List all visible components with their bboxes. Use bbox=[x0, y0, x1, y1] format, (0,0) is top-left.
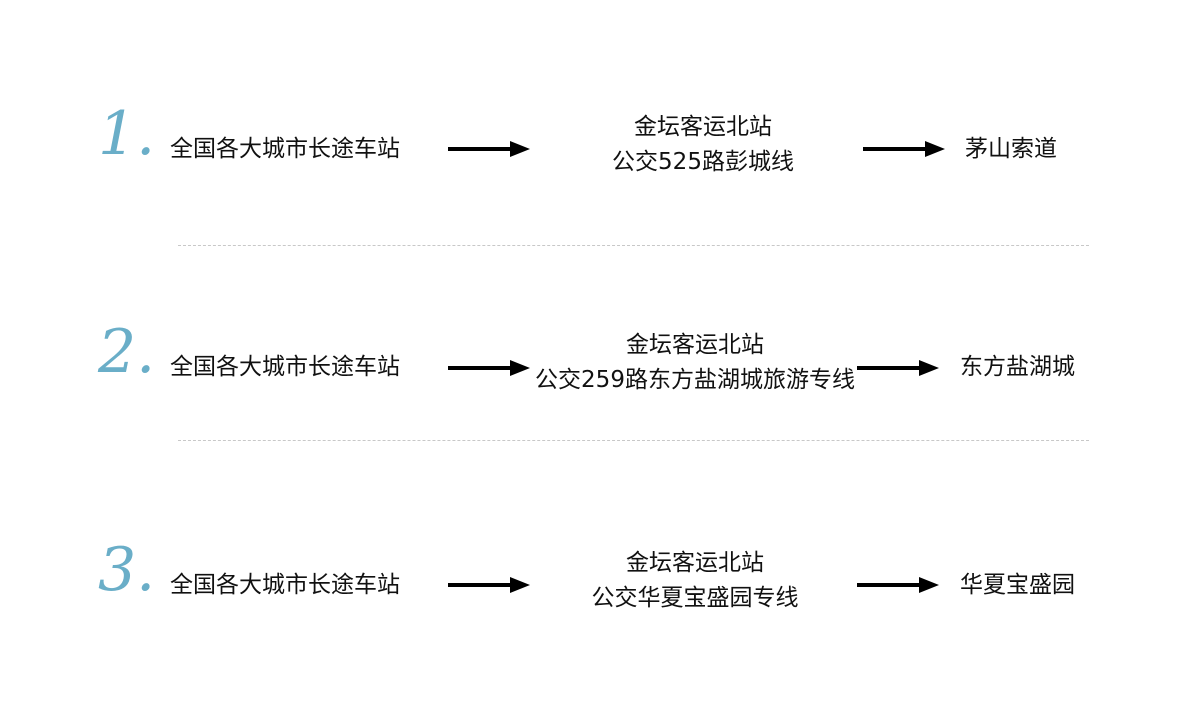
route-number: 2. bbox=[98, 317, 156, 387]
right-arrow-icon bbox=[857, 577, 939, 593]
route-hub: 金坛客运北站 bbox=[634, 114, 772, 140]
divider bbox=[178, 245, 1089, 246]
route-bus: 公交525路彭城线 bbox=[612, 149, 794, 175]
route-number: 1. bbox=[98, 99, 156, 169]
route-bus: 公交259路东方盐湖城旅游专线 bbox=[535, 367, 855, 393]
right-arrow-icon bbox=[448, 141, 530, 157]
right-arrow-icon bbox=[863, 141, 945, 157]
divider bbox=[178, 440, 1089, 441]
route-transfer: 金坛客运北站 公交259路东方盐湖城旅游专线 bbox=[505, 334, 885, 392]
route-destination: 茅山索道 bbox=[965, 136, 1057, 162]
route-origin: 全国各大城市长途车站 bbox=[170, 136, 400, 162]
route-hub: 金坛客运北站 bbox=[626, 332, 764, 358]
route-destination: 东方盐湖城 bbox=[960, 354, 1075, 380]
route-bus: 公交华夏宝盛园专线 bbox=[591, 585, 799, 611]
right-arrow-icon bbox=[857, 360, 939, 376]
right-arrow-icon bbox=[448, 577, 530, 593]
route-transfer: 金坛客运北站 公交525路彭城线 bbox=[560, 116, 846, 174]
route-origin: 全国各大城市长途车站 bbox=[170, 572, 400, 598]
route-hub: 金坛客运北站 bbox=[626, 550, 764, 576]
route-destination: 华夏宝盛园 bbox=[960, 572, 1075, 598]
right-arrow-icon bbox=[448, 360, 530, 376]
route-number: 3. bbox=[98, 535, 156, 605]
route-origin: 全国各大城市长途车站 bbox=[170, 354, 400, 380]
route-transfer: 金坛客运北站 公交华夏宝盛园专线 bbox=[555, 552, 835, 610]
